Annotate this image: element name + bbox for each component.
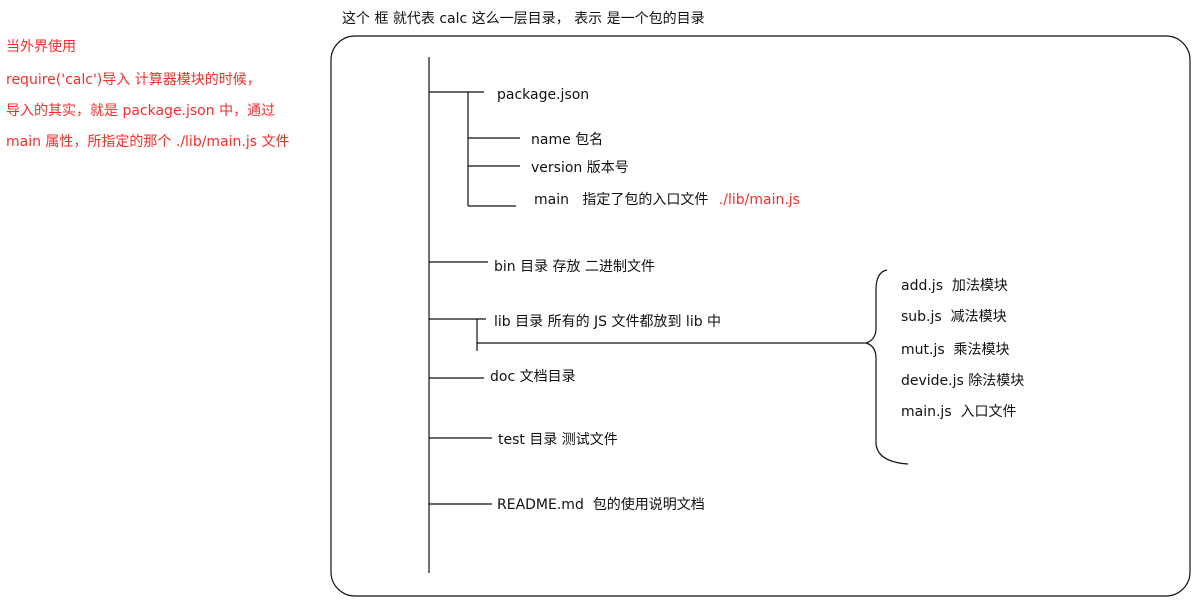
lib-file-main: main.js 入口文件	[901, 404, 1017, 420]
lib-file-sub: sub.js 减法模块	[901, 309, 1007, 325]
lib-dir-label: lib 目录 所有的 JS 文件都放到 lib 中	[494, 314, 722, 330]
bin-dir-label: bin 目录 存放 二进制文件	[494, 259, 655, 275]
note-line-3: 导入的其实，就是 package.json 中，通过	[6, 103, 276, 119]
note-line-4: main 属性，所指定的那个 ./lib/main.js 文件	[6, 134, 290, 150]
readme-label: README.md 包的使用说明文档	[497, 497, 705, 513]
lib-file-add: add.js 加法模块	[901, 278, 1008, 294]
main-field-label: main 指定了包的入口文件	[534, 192, 709, 208]
package-json-label: package.json	[497, 87, 590, 103]
lib-files-brace	[863, 269, 909, 465]
name-field-label: name 包名	[531, 132, 604, 148]
diagram-title: 这个 框 就代表 calc 这么一层目录， 表示 是一个包的目录	[342, 11, 705, 27]
test-dir-label: test 目录 测试文件	[498, 432, 618, 448]
lib-file-devide: devide.js 除法模块	[901, 373, 1025, 389]
main-field-row: main 指定了包的入口文件 ./lib/main.js	[534, 191, 800, 209]
doc-dir-label: doc 文档目录	[490, 369, 576, 385]
package-directory-frame	[330, 35, 1191, 597]
main-field-value: ./lib/main.js	[718, 192, 800, 208]
lib-file-mut: mut.js 乘法模块	[901, 342, 1010, 358]
note-line-2: require('calc')导入 计算器模块的时候，	[6, 72, 261, 88]
note-line-1: 当外界使用	[6, 39, 76, 55]
version-field-label: version 版本号	[531, 160, 629, 176]
